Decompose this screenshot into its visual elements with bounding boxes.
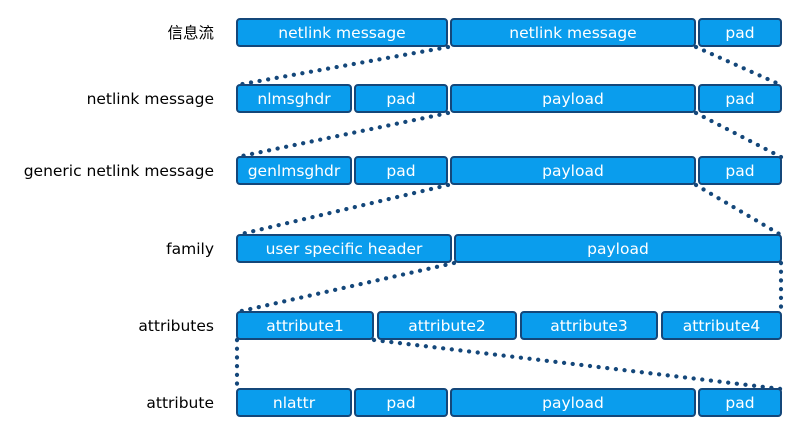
box-label: pad [725, 89, 755, 108]
box-label: pad [725, 393, 755, 412]
connector-dotted-line-4 [693, 110, 784, 160]
box-label: payload [542, 89, 604, 108]
box-pad: pad [354, 84, 448, 113]
row-label-generic-netlink-message: generic netlink message [23, 162, 214, 180]
box-label: attribute3 [550, 316, 628, 335]
row-label-family: family [166, 240, 214, 258]
box-attribute1: attribute1 [236, 311, 374, 340]
box-label: payload [542, 393, 604, 412]
box-label: netlink message [278, 23, 406, 42]
box-label: payload [587, 239, 649, 258]
box-label: user specific header [265, 239, 423, 258]
box-attribute3: attribute3 [520, 311, 658, 340]
box-payload: payload [450, 156, 696, 185]
box-label: pad [725, 23, 755, 42]
row-label-netlink-message: netlink message [86, 90, 214, 108]
box-pad: pad [354, 156, 448, 185]
box-netlink-message-1: netlink message [236, 18, 448, 47]
box-label: pad [386, 161, 416, 180]
row-label-attribute: attribute [146, 394, 214, 412]
box-payload: payload [450, 388, 696, 417]
box-netlink-message-2: netlink message [450, 18, 696, 47]
connector-dotted-line-6 [693, 182, 784, 238]
box-label: pad [386, 393, 416, 412]
box-label: attribute2 [408, 316, 486, 335]
box-label: attribute4 [682, 316, 761, 335]
box-payload: payload [450, 84, 696, 113]
box-label: netlink message [509, 23, 637, 42]
connector-dotted-line-10 [371, 337, 784, 392]
box-pad: pad [698, 18, 782, 47]
box-attribute2: attribute2 [377, 311, 517, 340]
box-attribute4: attribute4 [661, 311, 782, 340]
box-pad: pad [354, 388, 448, 417]
box-nlmsghdr: nlmsghdr [236, 84, 352, 113]
box-label: nlmsghdr [257, 89, 331, 108]
box-user-specific-header: user specific header [236, 234, 452, 263]
box-label: pad [386, 89, 416, 108]
connector-dotted-line-3 [234, 110, 451, 160]
connector-dotted-line-1 [234, 44, 451, 88]
box-pad: pad [698, 388, 782, 417]
row-label-attributes: attributes [138, 317, 214, 335]
box-nlattr: nlattr [236, 388, 352, 417]
connector-dotted-line-2 [693, 44, 784, 88]
box-payload: payload [454, 234, 782, 263]
box-label: nlattr [272, 393, 316, 412]
box-pad: pad [698, 84, 782, 113]
box-label: pad [725, 161, 755, 180]
connector-dotted-line-7 [234, 260, 457, 315]
box-label: attribute1 [266, 316, 344, 335]
box-label: genlmsghdr [247, 161, 341, 180]
box-label: payload [542, 161, 604, 180]
box-pad: pad [698, 156, 782, 185]
connector-dotted-line-5 [234, 182, 451, 238]
row-label-message-stream: 信息流 [167, 24, 214, 42]
box-genlmsghdr: genlmsghdr [236, 156, 352, 185]
